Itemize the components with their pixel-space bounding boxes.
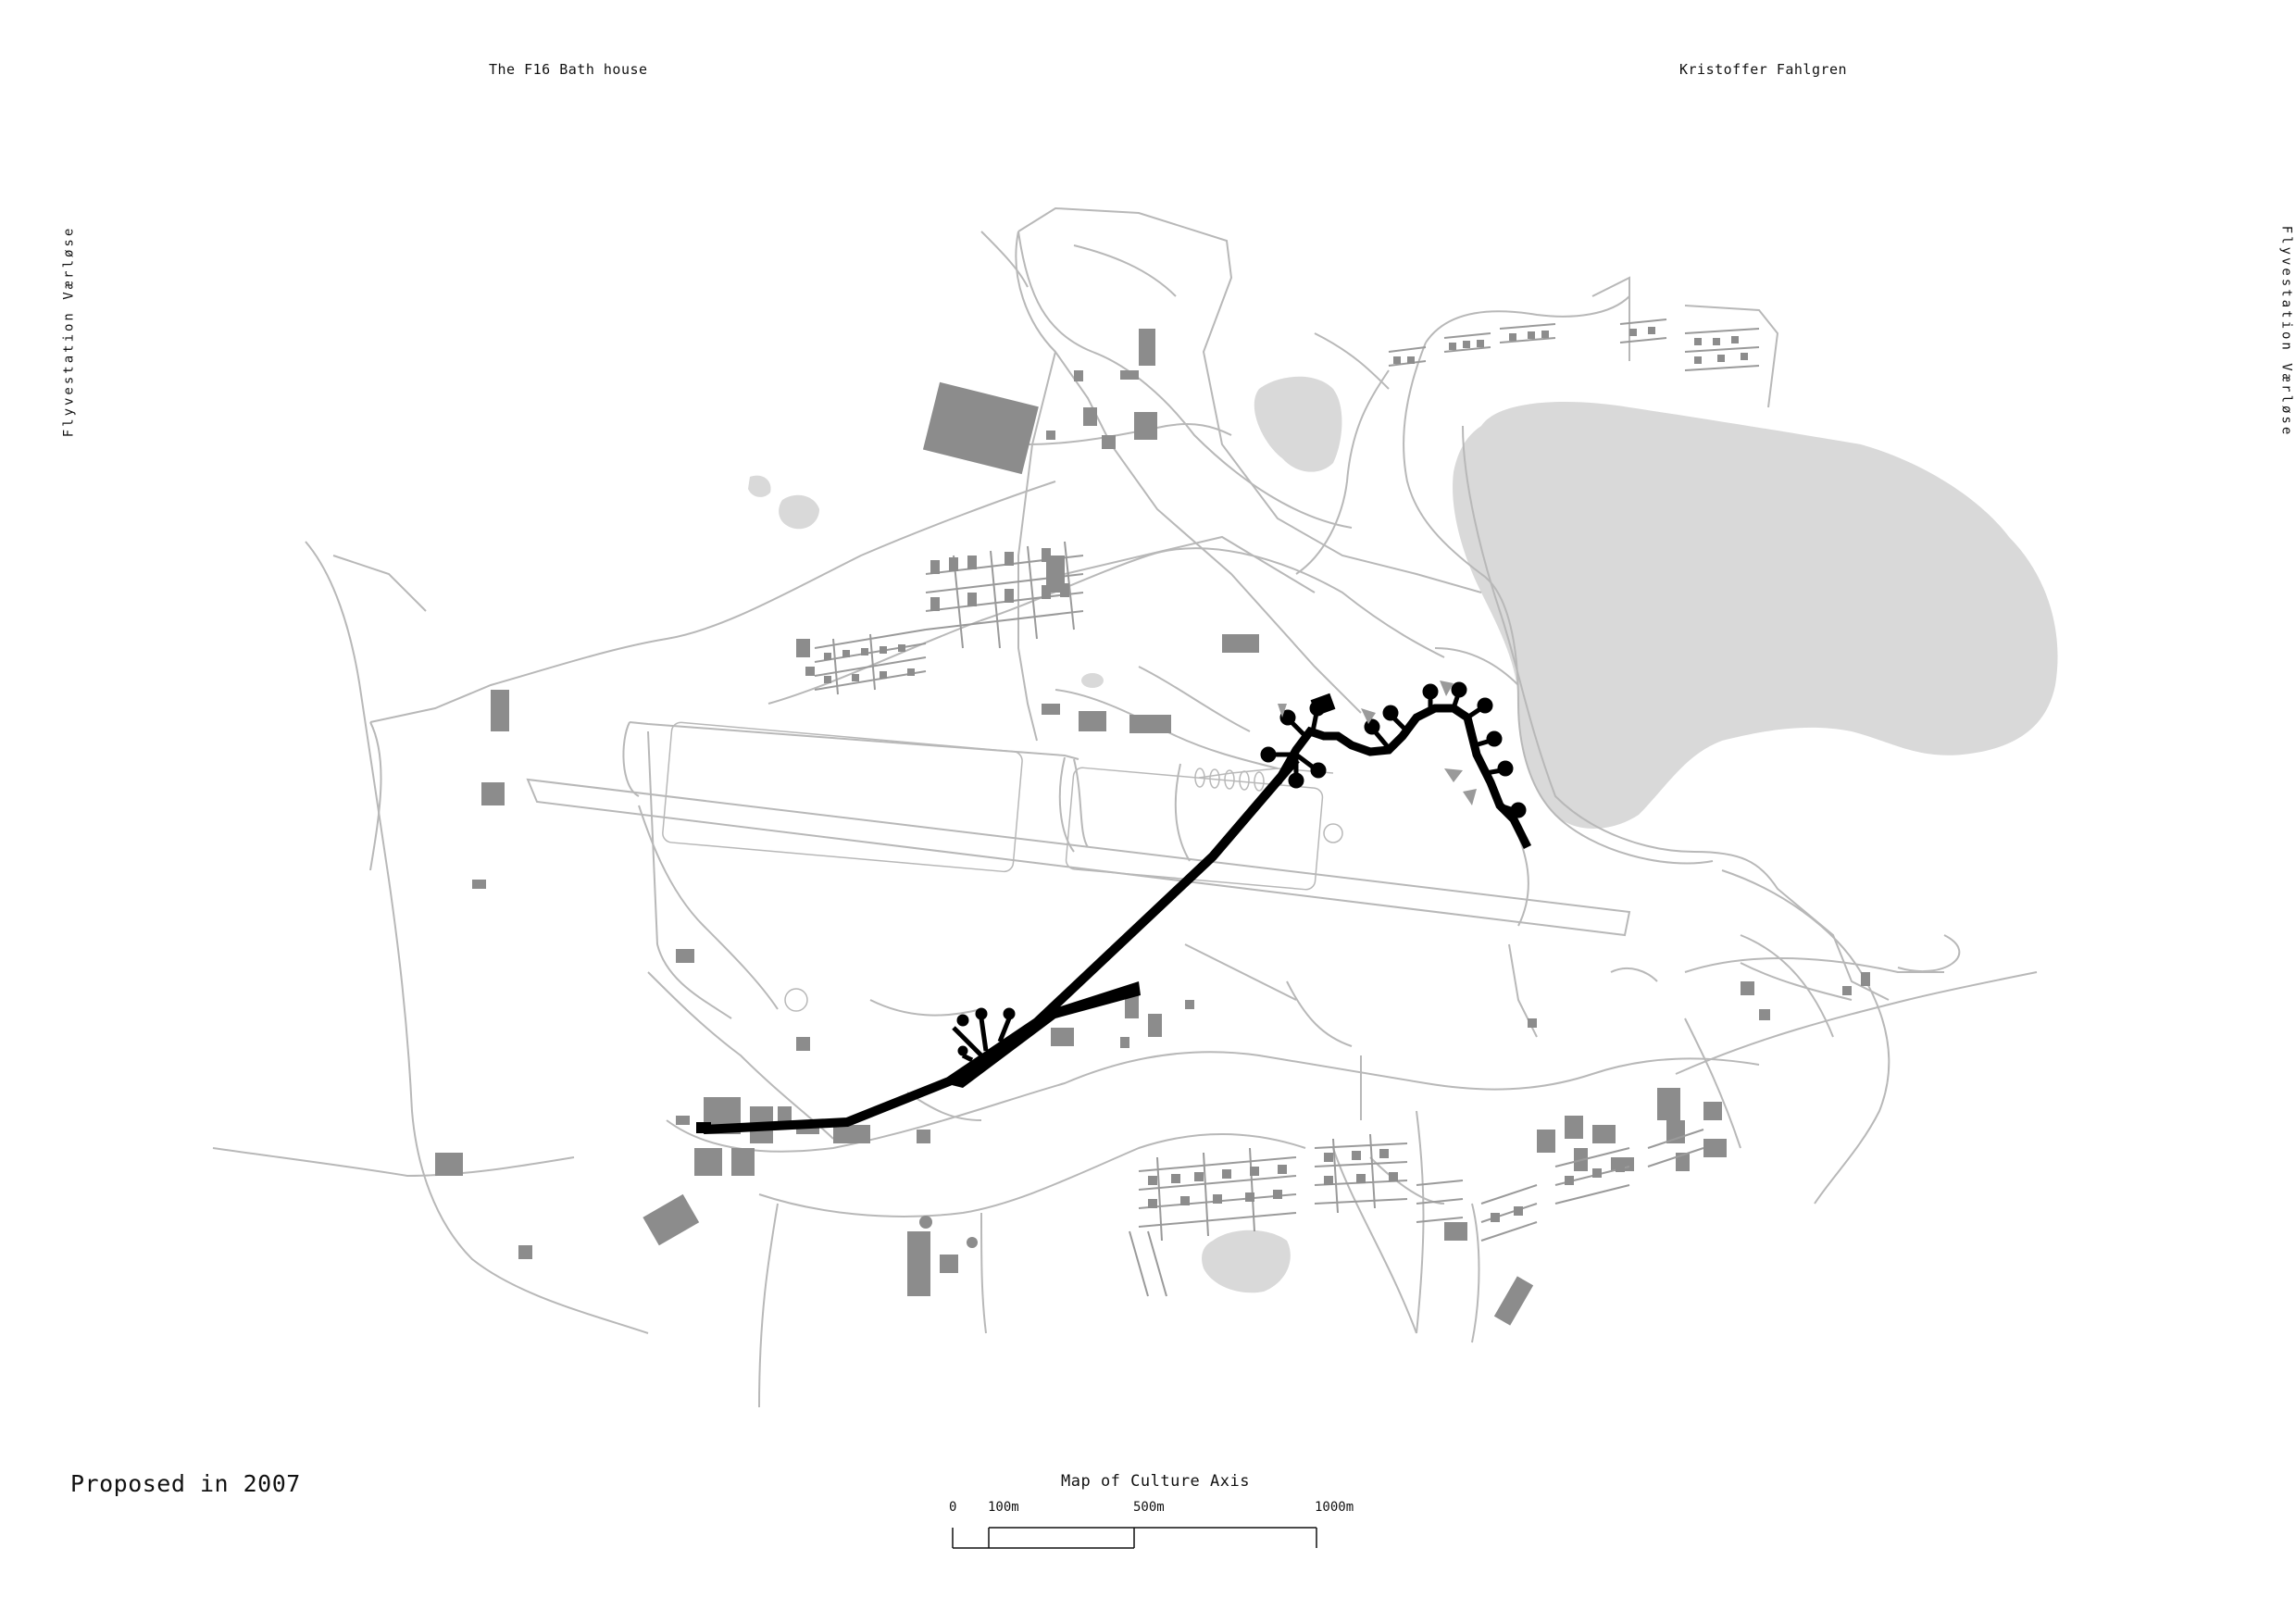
water-bodies (748, 376, 2058, 1293)
roads (212, 206, 2038, 1408)
scale-bar (952, 1527, 1317, 1549)
runway (526, 778, 1631, 937)
pond-south (1202, 1230, 1291, 1293)
runway-detail (662, 721, 1343, 1012)
buildings (435, 329, 1870, 1326)
pond-north (1254, 376, 1342, 472)
header-right-title: Kristoffer Fahlgren (1679, 61, 1848, 78)
lake (1453, 402, 2058, 829)
culture-axis (696, 681, 1532, 1134)
scale-label-500m: 500m (1133, 1500, 1165, 1515)
axis-line (703, 755, 1300, 1134)
scale-label-0: 0 (949, 1500, 957, 1515)
proposed-label: Proposed in 2007 (70, 1470, 301, 1497)
residential-buildings (796, 327, 1748, 1222)
scale-label-100m: 100m (988, 1500, 1019, 1515)
map-title: Map of Culture Axis (1061, 1472, 1250, 1491)
axis-curve (1274, 704, 1532, 850)
axis-plaza (944, 981, 1141, 1088)
scale-label-1000m: 1000m (1315, 1500, 1354, 1515)
header-left-title: The F16 Bath house (489, 61, 648, 78)
